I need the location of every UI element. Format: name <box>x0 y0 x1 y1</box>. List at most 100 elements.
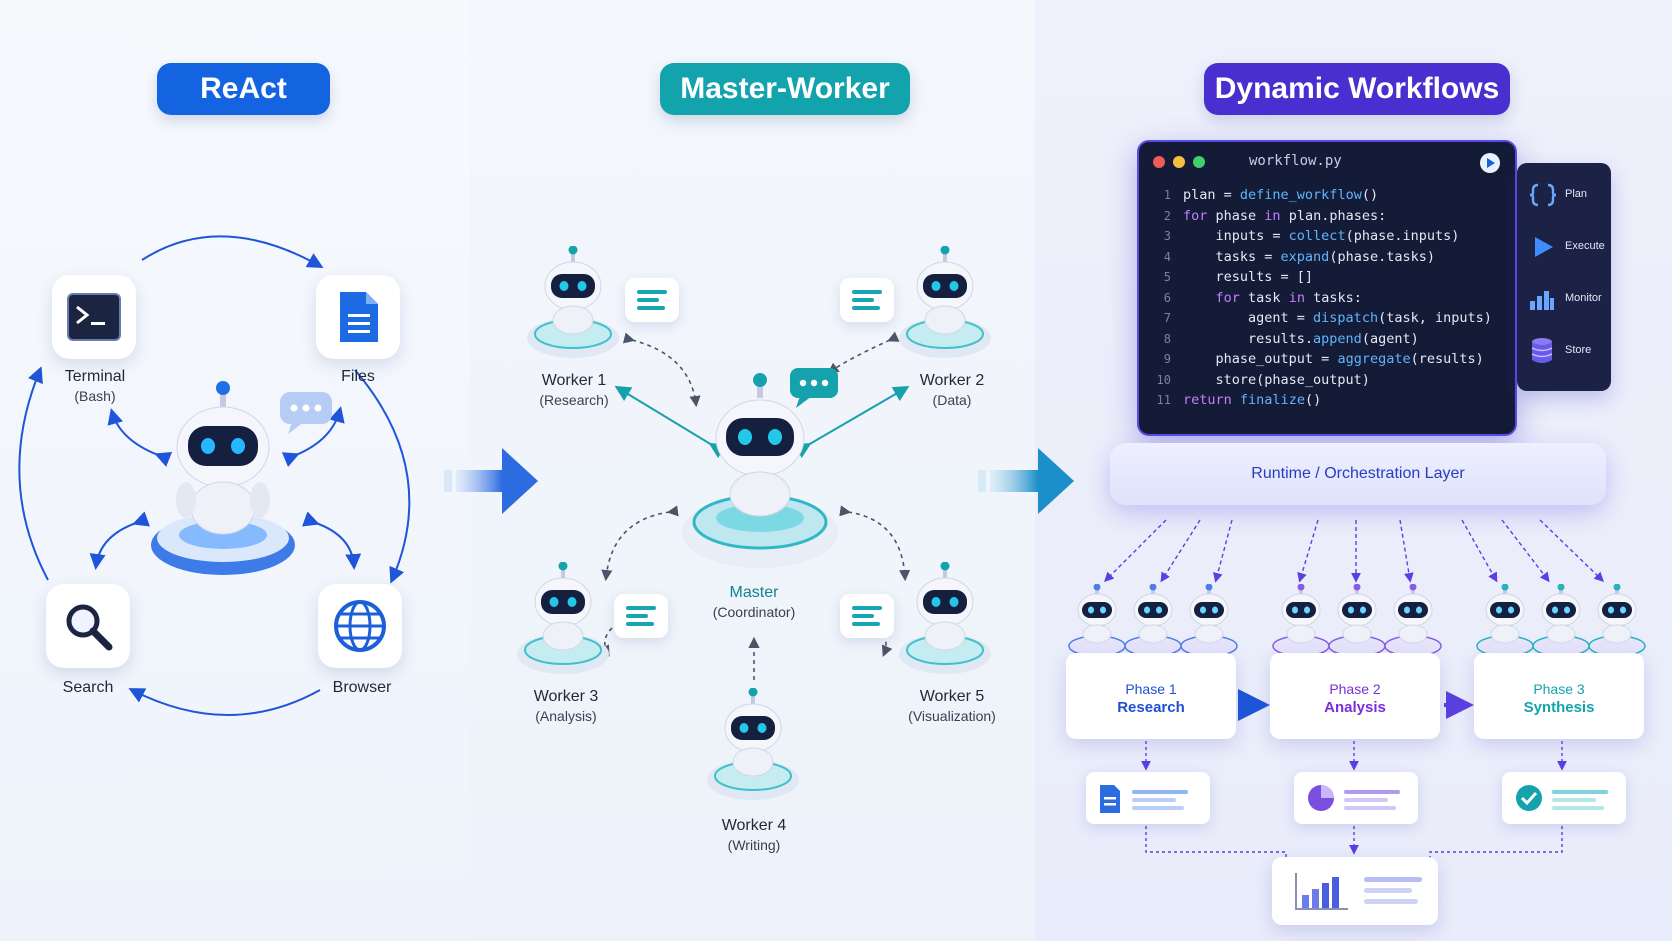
files-label: Files <box>341 368 375 385</box>
files-tile[interactable] <box>316 275 400 359</box>
worker-1-label: Worker 1(Research) <box>539 372 609 408</box>
master-label: Master(Coordinator) <box>712 584 796 620</box>
editor-filename: workflow.py <box>1249 153 1342 169</box>
worker-3-message-icon <box>614 594 668 638</box>
chat-bubble-icon <box>280 392 332 434</box>
code-text: inputs = collect(phase.inputs) <box>1183 228 1460 244</box>
close-dot[interactable] <box>1153 156 1165 168</box>
document-icon <box>1100 785 1120 813</box>
browser-tile[interactable] <box>318 584 402 668</box>
code-text: results = [] <box>1183 269 1314 285</box>
worker-2-label: Worker 2(Data) <box>919 372 985 408</box>
line-number: 10 <box>1156 372 1171 387</box>
line-number: 11 <box>1156 393 1171 407</box>
phase-1-box[interactable]: Phase 1 Research <box>1066 653 1236 739</box>
final-line-1 <box>1364 877 1422 882</box>
worker-5-message-icon <box>840 594 894 638</box>
editor-titlebar: workflow.py <box>1139 142 1515 182</box>
worker-3-robot <box>517 562 609 674</box>
final-result-card <box>1272 857 1438 925</box>
code-text: store(phase_output) <box>1183 371 1370 388</box>
phase-2-robot <box>1384 584 1442 657</box>
side-menu-store[interactable]: Store <box>1517 325 1611 377</box>
line-number: 5 <box>1163 270 1171 284</box>
line-number: 6 <box>1163 290 1171 305</box>
worker-2-message-icon <box>840 278 894 322</box>
phase-3-robot <box>1532 584 1590 657</box>
worker-4-label: Worker 4(Writing) <box>721 817 787 853</box>
play-icon <box>1535 237 1553 257</box>
worker-1-robot <box>527 246 619 358</box>
line-number: 4 <box>1163 249 1171 264</box>
code-line: 8 results.append(agent) <box>1139 330 1515 351</box>
terminal-label: Terminal(Bash) <box>64 368 126 404</box>
code-text: phase_output = aggregate(results) <box>1183 351 1484 367</box>
workflow-side-menu: Plan Execute Monitor Store <box>1517 163 1611 391</box>
terminal-icon <box>67 293 121 341</box>
phase-2-box[interactable]: Phase 2 Analysis <box>1270 653 1440 739</box>
code-text: return finalize() <box>1183 392 1322 408</box>
code-text: for task in tasks: <box>1215 289 1362 306</box>
master-robot <box>682 373 838 568</box>
braces-icon <box>1529 183 1557 207</box>
phase-2-robot <box>1328 584 1386 657</box>
worker-4-robot <box>707 688 799 800</box>
browser-label: Browser <box>332 679 392 696</box>
code-line: 9 phase_output = aggregate(results) <box>1139 350 1515 371</box>
worker-3-label: Worker 3(Analysis) <box>533 688 599 724</box>
phase-3-output-card <box>1502 772 1626 824</box>
side-menu-execute[interactable]: Execute <box>1517 221 1611 273</box>
code-line: 5 results = [] <box>1139 268 1515 289</box>
side-menu-monitor[interactable]: Monitor <box>1517 273 1611 325</box>
line-number: 7 <box>1163 311 1171 325</box>
database-icon <box>1531 338 1553 363</box>
code-line: 10 store(phase_output) <box>1139 371 1515 392</box>
line-number: 2 <box>1163 208 1171 223</box>
code-text: agent = dispatch(task, inputs) <box>1183 310 1492 326</box>
terminal-tile[interactable] <box>52 275 136 359</box>
phase-3-robot <box>1588 584 1646 657</box>
line-number: 9 <box>1163 352 1171 366</box>
search-label: Search <box>62 679 114 696</box>
side-menu-plan[interactable]: Plan <box>1517 169 1611 221</box>
phase-1-output-card <box>1086 772 1210 824</box>
phase-1-robot <box>1180 584 1238 657</box>
react-agent-robot <box>151 381 295 575</box>
phase-2-output-card <box>1294 772 1418 824</box>
code-line: 11 return finalize() <box>1139 391 1515 412</box>
code-text: plan = define_workflow() <box>1183 187 1379 203</box>
react-title: ReAct <box>157 63 330 115</box>
pie-chart-icon <box>1308 785 1334 811</box>
worker-5-robot <box>899 562 991 674</box>
phase-1-robot <box>1068 584 1126 657</box>
run-icon[interactable] <box>1479 152 1501 174</box>
final-line-2 <box>1364 888 1412 893</box>
search-icon <box>66 604 113 651</box>
bar-chart-icon <box>1530 291 1554 310</box>
worker-2-robot <box>899 246 991 358</box>
final-bar-chart-icon <box>1295 873 1348 910</box>
code-line: 6 for task in tasks: <box>1139 289 1515 310</box>
globe-icon <box>334 600 386 652</box>
line-number: 8 <box>1163 331 1171 346</box>
code-line: 3 inputs = collect(phase.inputs) <box>1139 227 1515 248</box>
phase-2-robot <box>1272 584 1330 657</box>
code-line: 7 agent = dispatch(task, inputs) <box>1139 309 1515 330</box>
maximize-dot[interactable] <box>1193 156 1205 168</box>
master-chat-icon <box>790 368 838 408</box>
file-icon <box>340 292 378 342</box>
minimize-dot[interactable] <box>1173 156 1185 168</box>
worker-1-message-icon <box>625 278 679 322</box>
final-line-3 <box>1364 899 1418 904</box>
dynamic-workflows-title: Dynamic Workflows <box>1204 63 1510 115</box>
search-tile[interactable] <box>46 584 130 668</box>
worker-5-label: Worker 5(Visualization) <box>908 688 996 724</box>
phase-3-robot <box>1476 584 1534 657</box>
line-number: 3 <box>1163 229 1171 243</box>
code-line: 4 tasks = expand(phase.tasks) <box>1139 248 1515 269</box>
phase-3-box[interactable]: Phase 3 Synthesis <box>1474 653 1644 739</box>
